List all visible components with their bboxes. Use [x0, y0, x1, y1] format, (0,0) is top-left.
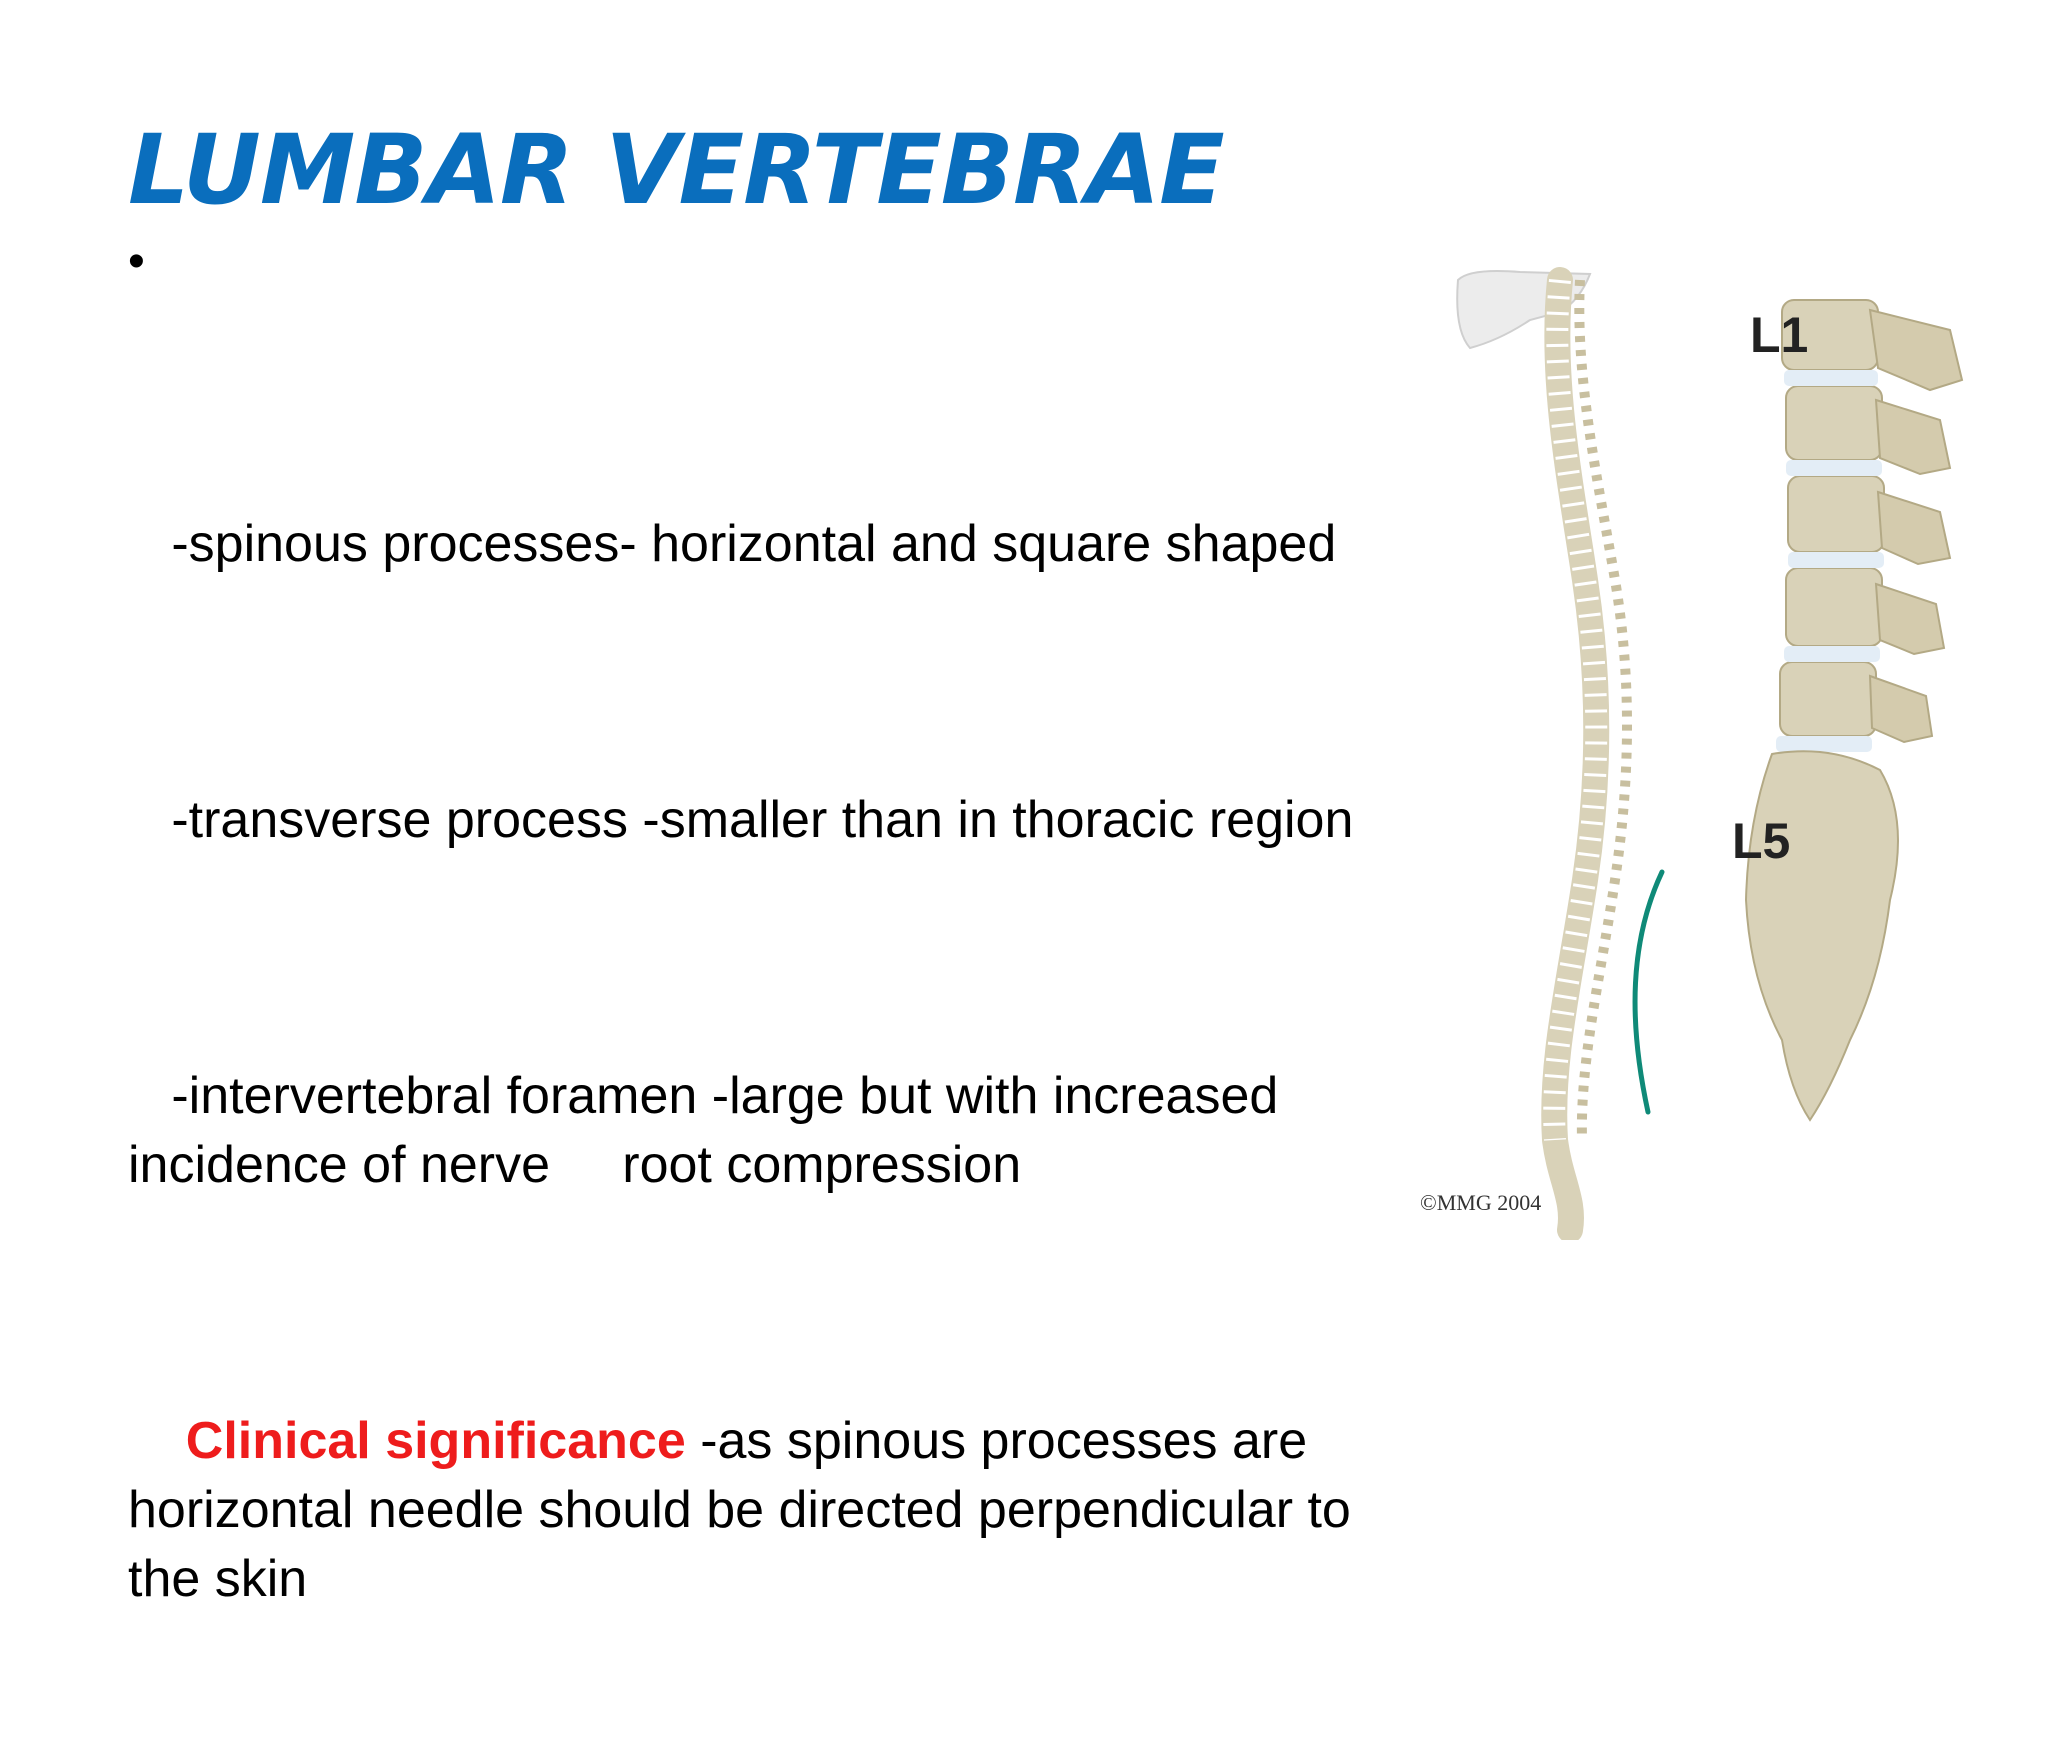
slide-body: -spinous processes- horizontal and squar…	[128, 372, 1368, 1752]
point-transverse-process: -transverse process -smaller than in tho…	[128, 791, 1354, 849]
lumbar-spinous-processes	[1868, 308, 1964, 744]
figure-copyright: ©MMG 2004	[1420, 1190, 1541, 1215]
sacrum	[1744, 750, 1899, 1122]
slide: LUMBAR VERTEBRAE • -spinous processes- h…	[128, 114, 2010, 1608]
point-spinous-processes: -spinous processes- horizontal and squar…	[128, 515, 1337, 573]
point-intervertebral-foramen: -intervertebral foramen -large but with …	[128, 1067, 1293, 1194]
lordosis-curve	[1632, 869, 1665, 1115]
full-spine-discs	[1543, 278, 1608, 1141]
label-l1: L1	[1750, 307, 1808, 363]
clinical-significance-label: Clinical significance	[185, 1412, 686, 1470]
lumbar-vertebral-bodies	[1779, 299, 1885, 737]
slide-title: LUMBAR VERTEBRAE	[128, 114, 1225, 226]
spine-svg: L1 L5 ©MMG 2004	[1420, 267, 1964, 1240]
bullet-marker: •	[128, 235, 145, 288]
spine-illustration: L1 L5 ©MMG 2004	[1410, 260, 2010, 1240]
label-l5: L5	[1732, 813, 1790, 869]
point-clinical-significance: Clinical significance -as spinous proces…	[128, 1407, 1368, 1614]
lumbar-intervertebral-discs	[1776, 370, 1884, 752]
